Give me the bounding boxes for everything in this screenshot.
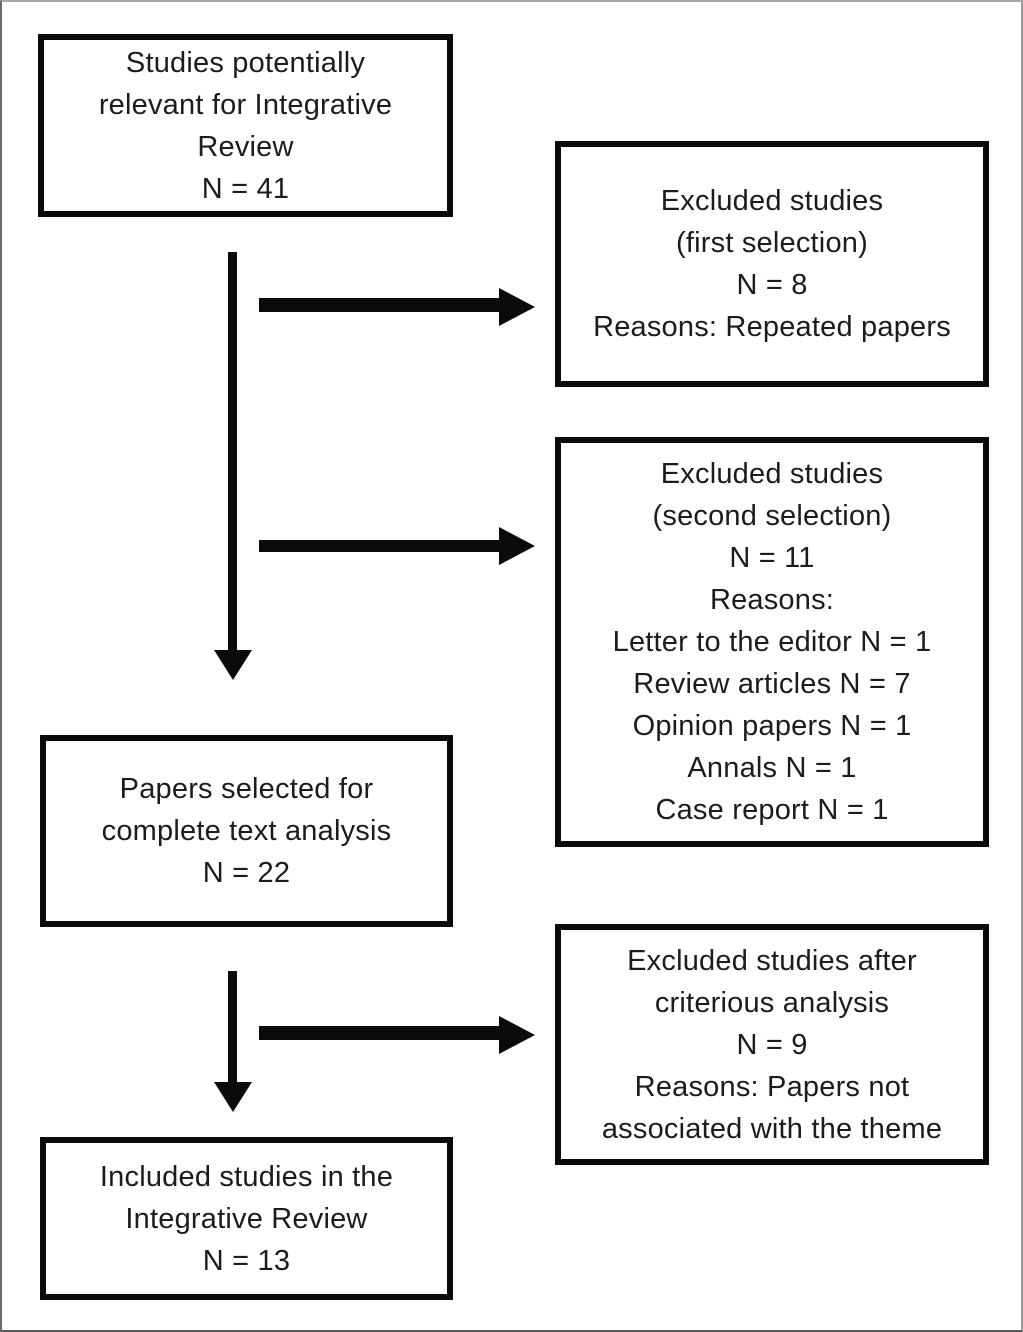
arrow-shaft <box>259 540 501 552</box>
box-text-line: Review <box>197 130 294 163</box>
box-text-line: Papers selected for <box>119 773 374 805</box>
arrowhead-right-icon <box>499 527 535 565</box>
flow-box-excluded-first-selection: Excluded studies (first selection) N = 8 Re… <box>555 141 989 387</box>
box-text-line: N = 8 <box>736 269 808 301</box>
flow-box-excluded-second-selection: Excluded studies (second selection) N = 11… <box>555 437 989 847</box>
box-text-line: complete text analysis <box>101 815 392 847</box>
arrowhead-down-icon <box>214 1082 252 1112</box>
box-text-line: N = 9 <box>736 1028 808 1061</box>
box-text-line: N = 22 <box>202 857 291 889</box>
box-text-line: (first selection) <box>676 227 868 259</box>
right-arrow-to-excluded-second-icon <box>259 527 535 565</box>
right-arrow-to-excluded-criterious-icon <box>259 1014 535 1054</box>
arrow-shaft <box>259 298 501 312</box>
box-text-line: Excluded studies after <box>627 944 917 977</box>
box-text-line: Opinion papers N = 1 <box>632 710 912 742</box>
box-text-line: Excluded studies <box>660 185 884 217</box>
box-text-line: Annals N = 1 <box>687 752 857 784</box>
flow-box-studies-potentially-relevant: Studies potentially relevant for Integrat… <box>38 34 453 217</box>
box-text-line: Integrative Review <box>125 1202 368 1235</box>
arrow-shaft <box>228 971 237 1084</box>
box-text-line: N = 13 <box>202 1244 291 1277</box>
box-text-line: Included studies in the <box>99 1160 394 1193</box>
arrowhead-down-icon <box>214 650 252 680</box>
box-text-line: Case report N = 1 <box>655 794 889 826</box>
box-text-line: N = 11 <box>729 542 815 574</box>
box-text-line: (second selection) <box>652 500 892 532</box>
flow-box-excluded-criterious-analysis: Excluded studies after criterious analysi… <box>555 924 989 1165</box>
down-arrow-fulltext-to-included-icon <box>214 971 266 1114</box>
arrowhead-right-icon <box>499 1016 535 1054</box>
arrow-shaft <box>259 1026 501 1040</box>
box-text-line: Reasons: Repeated papers <box>593 311 951 343</box>
box-text-line: associated with the theme <box>601 1112 943 1145</box>
box-text-line: Letter to the editor N = 1 <box>612 626 932 658</box>
arrow-shaft <box>228 252 237 652</box>
right-arrow-to-excluded-first-icon <box>259 286 535 326</box>
box-text-line: Reasons: Papers not <box>634 1070 910 1103</box>
box-text-line: Reasons: <box>709 584 835 616</box>
box-text-line: relevant for Integrative <box>98 88 393 121</box>
box-text-line: N = 41 <box>201 172 290 205</box>
box-text-line: Studies potentially <box>125 46 366 79</box>
flow-box-papers-selected-full-text: Papers selected for complete text analysi… <box>40 735 453 927</box>
down-arrow-source-to-fulltext-icon <box>214 252 266 682</box>
box-text-line: Excluded studies <box>660 458 884 490</box>
box-text-line: Review articles N = 7 <box>633 668 911 700</box>
box-text-line: criterious analysis <box>654 986 890 1019</box>
arrowhead-right-icon <box>499 288 535 326</box>
